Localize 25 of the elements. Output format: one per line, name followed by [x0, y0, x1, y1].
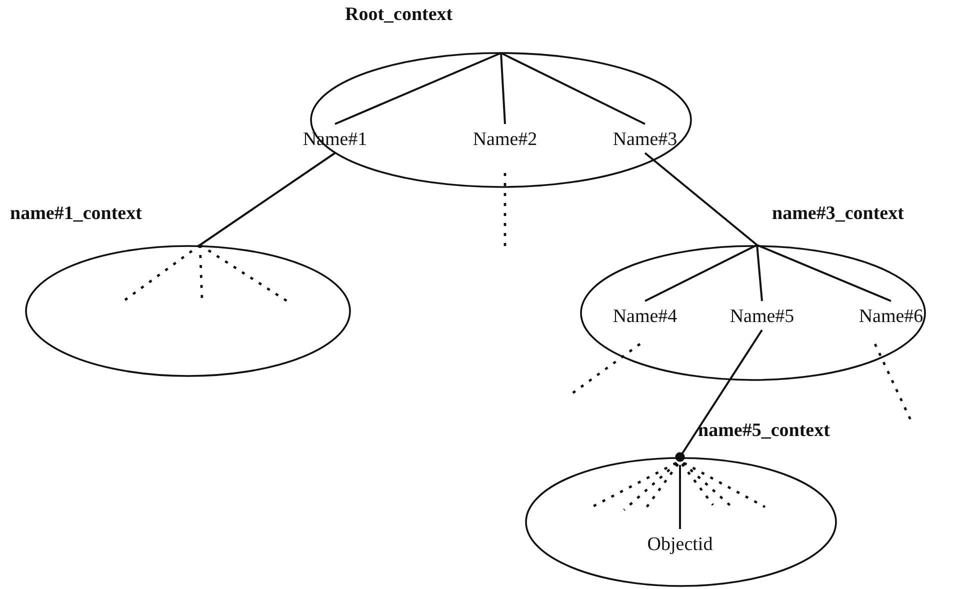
dotted-line: [645, 463, 679, 509]
context-heading: name#3_context: [772, 203, 904, 225]
connector-line: [199, 152, 336, 246]
connector-line: [756, 244, 892, 302]
connector-line: [500, 52, 506, 124]
dotted-line: [198, 244, 204, 300]
context-heading: name#5_context: [698, 420, 830, 442]
connector-line: [679, 465, 681, 529]
name-label: Name#6: [851, 306, 931, 328]
connector-line: [675, 329, 763, 462]
dotted-line: [124, 244, 201, 301]
connector-line: [644, 152, 758, 246]
connector-line: [644, 244, 758, 302]
dotted-line: [681, 463, 714, 506]
context-heading: name#1_context: [10, 203, 142, 225]
name-label: Objectid: [640, 534, 720, 556]
connector-line: [756, 244, 763, 302]
connector-line: [500, 52, 646, 125]
name-label: Name#5: [722, 306, 802, 328]
dotted-line: [683, 462, 766, 508]
dotted-line: [623, 462, 678, 511]
name-label: Name#2: [465, 129, 545, 151]
name-label: Name#3: [605, 129, 685, 151]
name-label: Name#4: [605, 306, 685, 328]
context-heading: Root_context: [345, 4, 453, 26]
